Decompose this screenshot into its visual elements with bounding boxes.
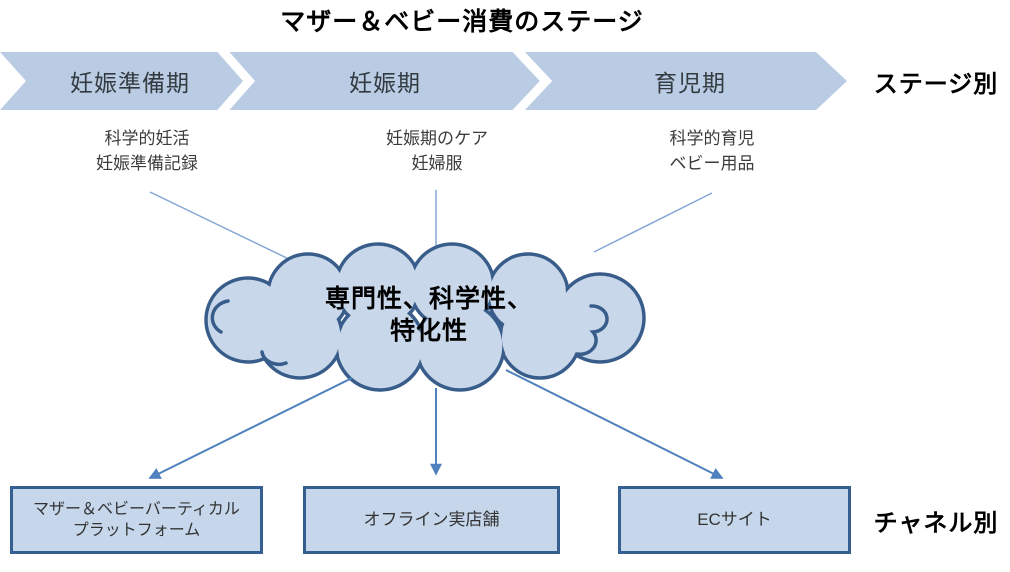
stage-band-separator-2 [510,43,553,119]
stage-item-text: 妊娠準備記録 [96,154,198,173]
stage-items-childcare: 科学的育児 ベビー用品 [612,126,812,176]
stage-label-childcare: 育児期 [654,70,726,96]
channel-box-text: プラットフォーム [72,522,201,539]
channel-box-offline: オフライン実店舗 [303,486,560,554]
stage-item-text: 妊娠期のケア [386,129,488,148]
side-label-stage: ステージ別 [873,70,999,98]
cloud-label-line2: 特化性 [389,317,468,345]
side-label-channel: チャネル別 [873,509,999,537]
stage-item-text: 科学的育児 [669,129,755,148]
cloud-curl-details [210,299,609,367]
cloud-label: 専門性、科学性、 特化性 [244,283,614,347]
channel-box-text: ECサイト [697,510,772,529]
stage-label-pregnancy: 妊娠期 [349,70,421,96]
stage-band-separator-1 [215,44,256,118]
channel-box-text: オフライン実店舗 [363,510,500,529]
channel-box-text: マザー＆ベビーバーティカル [33,501,240,518]
cloud-label-line1: 専門性、科学性、 [324,285,533,313]
stage-arrow-band [0,52,847,110]
arrow-to-platform [148,377,353,479]
arrow-to-ec [505,369,724,479]
stage-item-text: 妊婦服 [411,154,463,173]
cloud-shape-fill [208,246,642,388]
stage-item-text: 科学的妊活 [104,129,190,148]
connector-line-1 [149,191,296,263]
diagram-title: マザー＆ベビー消費のステージ [280,8,644,36]
stage-items-preparation: 科学的妊活 妊娠準備記録 [47,126,247,176]
stage-label-preparation: 妊娠準備期 [70,70,190,96]
channel-box-ec: ECサイト [618,486,851,554]
stage-arrow-band-notch [0,52,26,110]
stage-item-text: ベビー用品 [669,154,755,173]
stage-items-pregnancy: 妊娠期のケア 妊婦服 [337,126,537,176]
connector-line-3 [593,192,713,253]
channel-box-platform: マザー＆ベビーバーティカル プラットフォーム [10,486,263,554]
